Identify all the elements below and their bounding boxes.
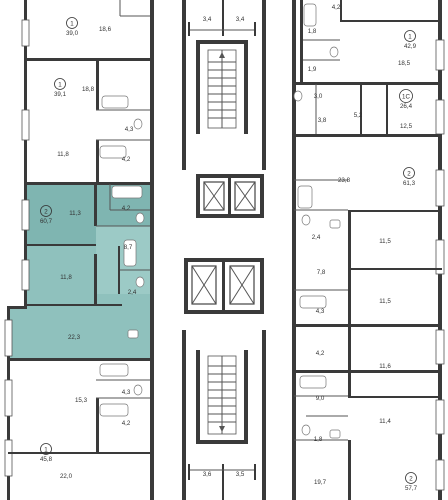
room-area: 3,4 bbox=[236, 16, 245, 23]
room-area: 11,3 bbox=[69, 210, 81, 217]
apartment-area: 39,0 bbox=[66, 30, 79, 37]
staircase-icon bbox=[196, 350, 248, 444]
room-area: 4,2 bbox=[316, 350, 325, 357]
room-area: 5,2 bbox=[354, 112, 363, 119]
room-area: 18,5 bbox=[398, 60, 411, 67]
apartment-rooms: 1 bbox=[58, 82, 62, 89]
room-area: 9,0 bbox=[316, 395, 325, 402]
room-area: 3,6 bbox=[203, 471, 212, 478]
apartment-area: 42,9 bbox=[404, 43, 417, 50]
room-area: 8,7 bbox=[124, 244, 133, 251]
room-area: 4,2 bbox=[122, 156, 131, 163]
apartment-area: 26,4 bbox=[400, 103, 413, 110]
room-area-labels: 18,6 18,8 4,3 11,8 4,2 11,3 4,2 8,7 11,8… bbox=[57, 4, 412, 486]
room-area: 22,3 bbox=[68, 334, 81, 341]
room-area: 4,3 bbox=[125, 126, 134, 133]
apartment-rooms: 2 bbox=[407, 171, 411, 178]
sink-icon bbox=[127, 219, 341, 439]
apartment-badge[interactable]: 1С 26,4 bbox=[399, 89, 413, 111]
room-area: 19,7 bbox=[314, 479, 327, 486]
room-area: 11,8 bbox=[60, 274, 72, 281]
apartment-rooms: 1 bbox=[408, 34, 412, 41]
apartment-rooms: 2 bbox=[409, 476, 413, 483]
apartment-area: 45,8 bbox=[40, 456, 53, 463]
apartment-area: 61,3 bbox=[403, 180, 416, 187]
room-area: 4,2 bbox=[122, 420, 131, 427]
apartment-rooms: 1 bbox=[44, 447, 48, 454]
apartment-area: 57,7 bbox=[405, 485, 418, 492]
elevator-icon bbox=[196, 174, 264, 218]
toilet-icon bbox=[133, 46, 339, 436]
room-area: 18,6 bbox=[99, 26, 112, 33]
apartment-rooms: 1 bbox=[70, 21, 74, 28]
room-area: 12,5 bbox=[400, 123, 413, 130]
room-area: 11,8 bbox=[57, 151, 69, 158]
room-area: 11,5 bbox=[379, 298, 391, 305]
room-area: 15,3 bbox=[75, 397, 88, 404]
room-area: 4,2 bbox=[332, 4, 341, 11]
bathtub-icon bbox=[99, 3, 327, 417]
apartment-rooms: 1С bbox=[402, 94, 410, 101]
room-area: 3,5 bbox=[236, 471, 245, 478]
selected-apartment[interactable] bbox=[10, 184, 150, 360]
room-area: 7,8 bbox=[317, 269, 326, 276]
elevator-icon bbox=[184, 258, 264, 314]
room-area: 11,5 bbox=[379, 238, 391, 245]
room-area: 11,4 bbox=[379, 418, 391, 425]
apartment-area: 60,7 bbox=[40, 218, 53, 225]
apartment-area: 39,1 bbox=[54, 91, 67, 98]
room-area: 4,3 bbox=[122, 389, 131, 396]
room-area: 2,4 bbox=[312, 234, 321, 241]
apartment-rooms: 2 bbox=[44, 209, 48, 216]
apartment-badge[interactable]: 2 61,3 bbox=[403, 167, 416, 188]
structural-walls bbox=[4, 0, 445, 500]
room-area: 23,8 bbox=[338, 177, 351, 184]
room-area: 3,8 bbox=[318, 117, 327, 124]
room-area: 1,8 bbox=[314, 436, 323, 443]
room-partitions bbox=[96, 0, 348, 441]
room-area: 11,6 bbox=[379, 363, 391, 370]
room-area: 1,8 bbox=[308, 28, 317, 35]
room-area: 22,0 bbox=[60, 473, 73, 480]
room-area: 18,8 bbox=[82, 86, 95, 93]
apartment-badge-selected[interactable]: 2 60,7 bbox=[40, 205, 53, 226]
staircase-icon bbox=[196, 40, 248, 134]
apartment-badge[interactable]: 1 39,1 bbox=[54, 78, 67, 99]
apartment-badge[interactable]: 1 39,0 bbox=[66, 17, 79, 38]
apartment-badge[interactable]: 1 45,8 bbox=[40, 443, 53, 464]
room-area: 4,2 bbox=[122, 205, 131, 212]
room-area: 1,9 bbox=[308, 66, 317, 73]
room-area: 2,4 bbox=[128, 289, 137, 296]
room-area: 3,4 bbox=[203, 16, 212, 23]
room-area: 3,0 bbox=[314, 93, 323, 100]
central-core bbox=[182, 0, 266, 500]
apartment-badge[interactable]: 1 42,9 bbox=[404, 30, 417, 51]
apartment-badge[interactable]: 2 57,7 bbox=[405, 472, 418, 493]
room-area: 4,3 bbox=[316, 308, 325, 315]
